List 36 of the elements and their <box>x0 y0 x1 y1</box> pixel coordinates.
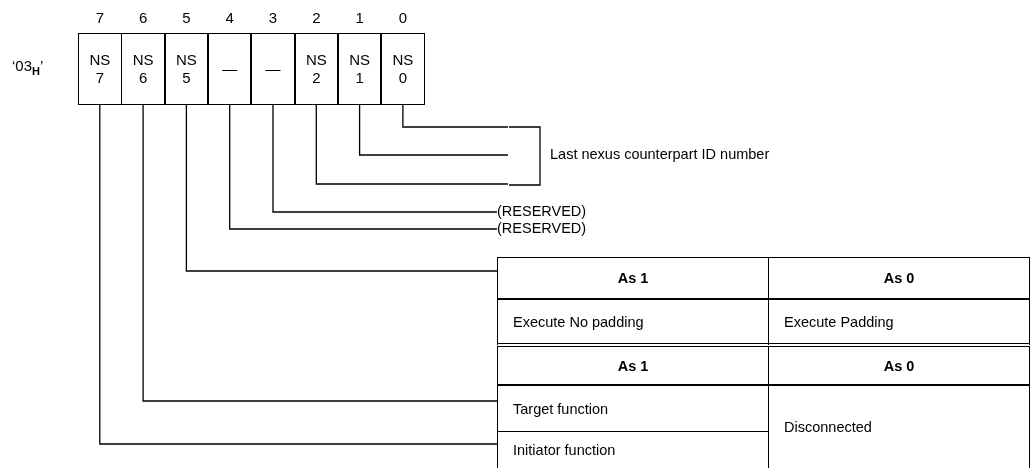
leader-line <box>142 104 498 402</box>
leader-line <box>272 104 498 213</box>
bit-number: 5 <box>181 9 192 26</box>
bit-number: 3 <box>267 9 279 26</box>
bit-field: NS 6 <box>121 33 165 105</box>
bit-field: — <box>251 33 295 105</box>
bit-field: NS 0 <box>381 33 425 105</box>
table-cell: Disconnected <box>768 386 1030 468</box>
bit-number: 6 <box>137 9 149 26</box>
bit-field: NS 2 <box>294 33 339 105</box>
reserved-text: (RESERVED) <box>497 220 587 238</box>
reserved-text: (RESERVED) <box>497 203 587 221</box>
leader-line <box>229 104 498 230</box>
bit-field: NS 7 <box>78 33 122 105</box>
table-header-cell: As 0 <box>768 347 1030 386</box>
description-text: Last nexus counterpart ID number <box>550 146 770 162</box>
register-address: ‘03$_{H}$’ <box>12 57 44 77</box>
table-cell: Execute No padding <box>497 300 768 347</box>
leader-line <box>402 104 509 128</box>
table-header-cell: As 1 <box>497 257 768 300</box>
bit-number: 2 <box>311 9 322 26</box>
leader-line <box>358 104 509 156</box>
bit-number: 1 <box>354 9 365 26</box>
leader-line <box>315 104 509 185</box>
table-cell: Target function <box>497 386 768 432</box>
bit-number: 4 <box>224 9 235 26</box>
bit-number: 7 <box>94 9 105 26</box>
leader-line <box>185 104 498 272</box>
bit-field: NS 5 <box>164 33 209 105</box>
bit-field: NS 1 <box>337 33 382 105</box>
table-cell: Execute Padding <box>768 300 1030 347</box>
table-header-cell: As 1 <box>497 347 768 386</box>
bit-number: 0 <box>397 9 409 26</box>
bit-field: — <box>207 33 252 105</box>
table-header-cell: As 0 <box>768 257 1030 300</box>
leader-line <box>99 104 498 445</box>
